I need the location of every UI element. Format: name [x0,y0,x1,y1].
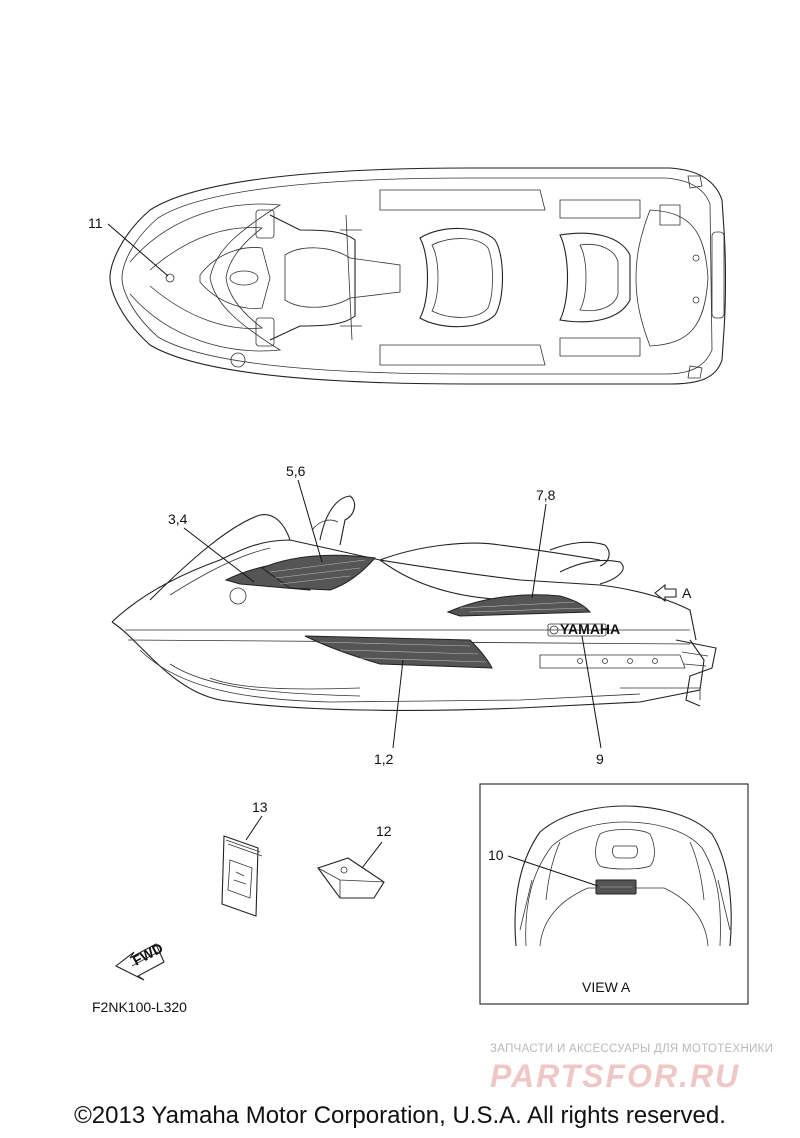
leader-13 [245,815,263,841]
callout-10: 10 [488,847,504,863]
leader-7-8 [531,503,547,599]
view-a-caption: VIEW A [582,979,631,995]
leader-3-4 [183,527,255,583]
leader-1-2 [392,659,404,749]
copyright-notice: ©2013 Yamaha Motor Corporation, U.S.A. A… [74,1102,726,1129]
leader-10 [507,855,599,887]
callout-3-4: 3,4 [168,511,188,527]
leader-5-6 [297,479,323,563]
callout-1-2: 1,2 [374,751,394,767]
yamaha-badge: YAMAHA [560,621,620,637]
callout-11: 11 [88,215,103,231]
reference-code: F2NK100-L320 [92,999,187,1015]
callout-9: 9 [596,751,604,767]
view-a-arrow: A [654,583,692,603]
watermark-subtitle: ЗАПЧАСТИ И АКСЕССУАРЫ ДЛЯ МОТОТЕХНИКИ [490,1043,774,1055]
callout-13: 13 [252,799,268,815]
callout-12: 12 [376,823,392,839]
callout-5-6: 5,6 [286,463,306,479]
part-12-pouch [317,857,385,899]
side-view-watercraft: YAMAHA [111,495,717,711]
leader-9 [581,635,602,749]
part-13-decal-sheet [221,835,263,917]
fwd-arrow: FWD [114,940,166,981]
leader-11 [107,223,169,277]
callout-7-8: 7,8 [536,487,556,503]
leader-12 [361,841,383,869]
mat-side [304,635,493,669]
top-view-watercraft [109,167,727,385]
watermark-logo: PARTSFOR.RU [490,1058,741,1094]
view-a-panel: VIEW A [479,783,749,1005]
mat-rear [446,594,592,617]
view-a-arrow-label: A [682,585,692,601]
